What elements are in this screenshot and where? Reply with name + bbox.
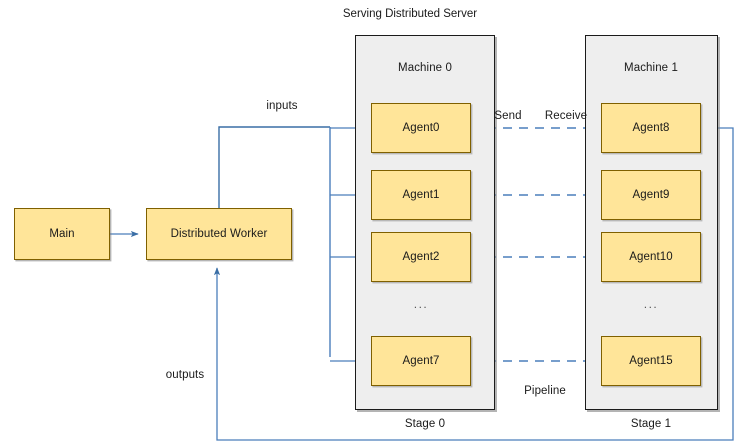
node-agent1[interactable]: Agent1 bbox=[371, 170, 471, 220]
node-agent2[interactable]: Agent2 bbox=[371, 232, 471, 282]
machine-1-ellipsis: ... bbox=[643, 297, 659, 311]
edge-inputs-trunk bbox=[218, 126, 330, 208]
node-agent8[interactable]: Agent8 bbox=[601, 103, 701, 153]
node-main[interactable]: Main bbox=[14, 208, 110, 260]
node-agent0[interactable]: Agent0 bbox=[371, 103, 471, 153]
edge-label-pipeline: Pipeline bbox=[524, 385, 566, 397]
edge-label-outputs: outputs bbox=[165, 369, 205, 381]
node-agent10[interactable]: Agent10 bbox=[601, 232, 701, 282]
node-agent7[interactable]: Agent7 bbox=[371, 336, 471, 386]
machine-1-label: Machine 1 bbox=[624, 62, 678, 74]
edge-label-send: Send bbox=[494, 110, 522, 122]
diagram-title: Serving Distributed Server bbox=[342, 8, 478, 20]
node-distributed-worker[interactable]: Distributed Worker bbox=[146, 208, 292, 260]
edge-label-receive: Receive bbox=[544, 110, 588, 122]
node-agent9[interactable]: Agent9 bbox=[601, 170, 701, 220]
machine-0-label: Machine 0 bbox=[398, 62, 452, 74]
stage-0-label: Stage 0 bbox=[404, 418, 446, 430]
machine-0-ellipsis: ... bbox=[413, 297, 429, 311]
edge-outputs-return bbox=[213, 127, 734, 441]
stage-1-label: Stage 1 bbox=[630, 418, 672, 430]
node-agent15[interactable]: Agent15 bbox=[601, 336, 701, 386]
edge-label-inputs: inputs bbox=[266, 100, 298, 112]
